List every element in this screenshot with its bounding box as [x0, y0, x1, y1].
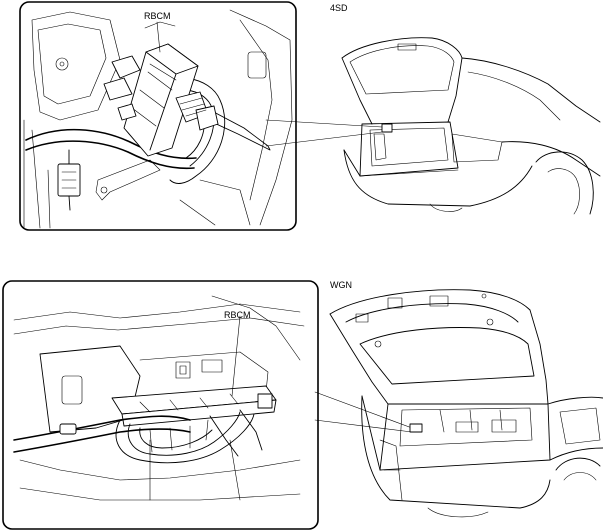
vehicle-label-wgn: WGN — [330, 280, 352, 290]
sedan-illustration — [341, 37, 601, 215]
rbcm-callout-label-wgn: RBCM — [224, 310, 251, 320]
wagon-illustration — [329, 289, 603, 518]
panel-4sd: RBCM 4SD — [19, 1, 601, 231]
detail-view-wgn — [2, 280, 319, 530]
panel-wgn: RBCM WGN — [2, 280, 603, 530]
vehicle-label-4sd: 4SD — [330, 3, 348, 13]
rbcm-callout-label-4sd: RBCM — [144, 11, 171, 21]
detail-view-4sd — [19, 1, 297, 231]
